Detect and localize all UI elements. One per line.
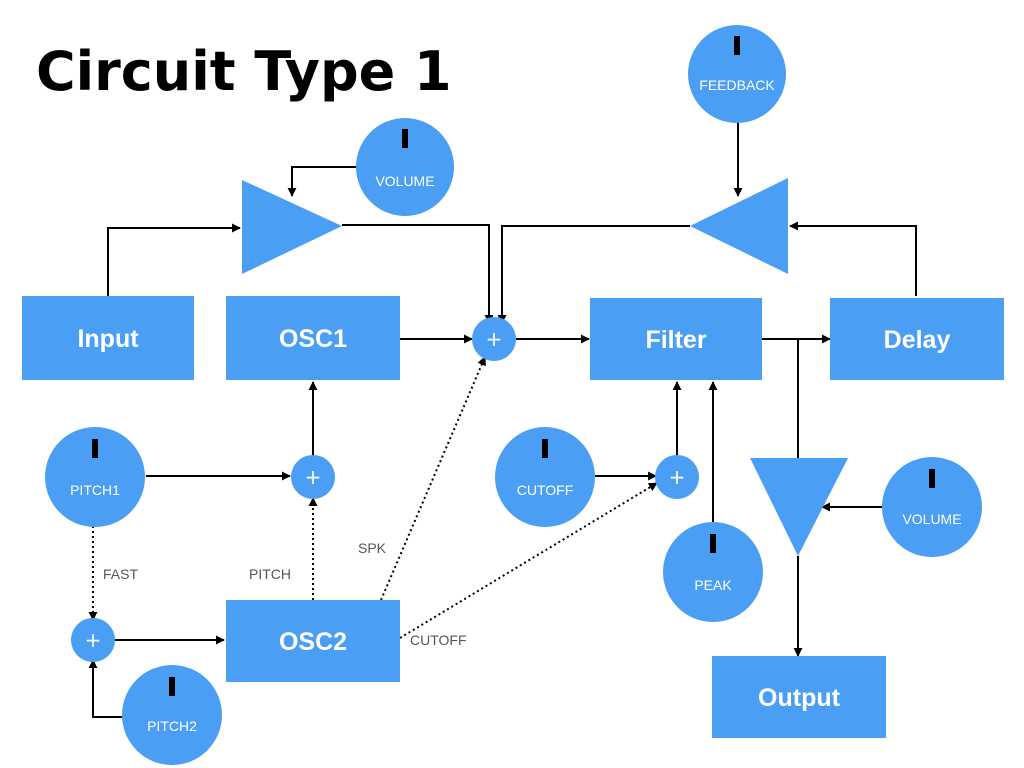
- wire-spk-mod: [380, 356, 486, 601]
- knob-peak[interactable]: PEAK: [663, 522, 763, 622]
- block-output-label: Output: [758, 684, 841, 712]
- knob-cutoff[interactable]: CUTOFF: [495, 427, 595, 527]
- amplifier-output-triangle: [750, 458, 848, 556]
- block-osc2-label: OSC2: [279, 628, 347, 656]
- knob-feedback-label: FEEDBACK: [699, 77, 775, 93]
- page-title: Circuit Type 1: [36, 40, 452, 103]
- knob-indicator: [734, 36, 740, 55]
- mixer-cutoff-symbol: +: [669, 465, 686, 489]
- knob-pitch1[interactable]: PITCH1: [45, 427, 145, 527]
- mixer-main-symbol: +: [486, 327, 503, 351]
- mixer-node-osc2: +: [71, 618, 115, 662]
- knob-pitch2[interactable]: PITCH2: [122, 665, 222, 765]
- knob-indicator: [169, 677, 175, 696]
- knob-volume-top[interactable]: VOLUME: [356, 118, 454, 216]
- knob-volume-top-label: VOLUME: [375, 173, 434, 189]
- knob-indicator: [710, 534, 716, 553]
- knob-pitch1-label: PITCH1: [70, 482, 120, 498]
- wire-amp-to-sum: [342, 224, 494, 324]
- signal-label-pitch: PITCH: [249, 566, 291, 582]
- knob-cutoff-label: CUTOFF: [517, 482, 574, 498]
- mixer-node-cutoff: +: [655, 455, 699, 499]
- signal-label-fast: FAST: [103, 566, 138, 582]
- amplifier-feedback-triangle: [690, 178, 788, 274]
- knob-indicator: [92, 439, 98, 458]
- block-filter-label: Filter: [645, 326, 706, 354]
- wire-volume-to-amp: [287, 166, 357, 197]
- mixer-node-osc1: +: [291, 455, 335, 499]
- wire-delay-to-feedback-amp: [789, 221, 917, 296]
- wire-pitch2-to-sum: [88, 659, 126, 718]
- block-output: Output: [712, 656, 886, 738]
- wire-cutoff-mod: [399, 482, 658, 639]
- wire-input-to-amp: [107, 223, 241, 296]
- knob-feedback[interactable]: FEEDBACK: [688, 25, 786, 123]
- amplifier-input-triangle: [242, 180, 342, 274]
- block-input: Input: [22, 296, 194, 380]
- mixer-node-main: +: [472, 317, 516, 361]
- knob-indicator: [929, 469, 935, 488]
- block-osc2: OSC2: [226, 600, 400, 682]
- block-delay: Delay: [830, 298, 1004, 380]
- knob-volume-out[interactable]: VOLUME: [882, 457, 982, 557]
- knob-indicator: [542, 439, 548, 458]
- signal-label-spk: SPK: [358, 540, 387, 556]
- mixer-osc1-symbol: +: [305, 465, 322, 489]
- knob-volume-out-label: VOLUME: [902, 511, 961, 527]
- mixer-osc2-symbol: +: [85, 628, 102, 652]
- block-osc1: OSC1: [226, 296, 400, 380]
- wire-feedback-to-sum: [497, 225, 690, 324]
- block-input-label: Input: [77, 325, 139, 353]
- knob-indicator: [402, 129, 408, 148]
- knob-peak-label: PEAK: [694, 577, 732, 593]
- block-delay-label: Delay: [884, 326, 951, 354]
- block-osc1-label: OSC1: [279, 325, 347, 353]
- block-filter: Filter: [590, 298, 762, 380]
- signal-label-cutoff: CUTOFF: [410, 632, 467, 648]
- wires: [88, 122, 917, 718]
- knob-pitch2-label: PITCH2: [147, 718, 197, 734]
